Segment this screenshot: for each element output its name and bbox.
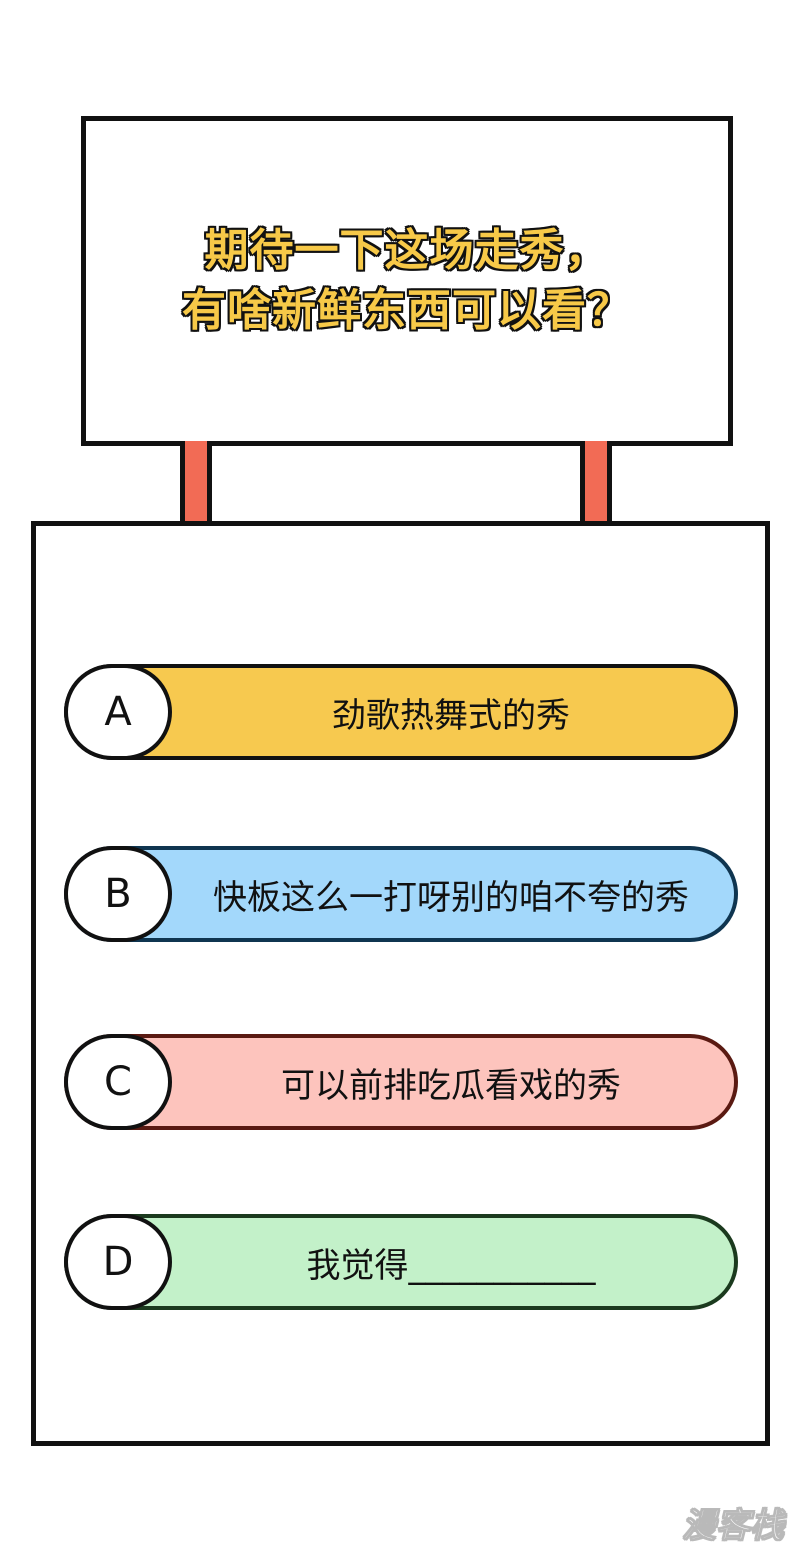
question-line-1: 期待一下这场走秀， [204,224,610,277]
option-d-button[interactable]: D 我觉得___________ [64,1214,738,1310]
option-d-letter: D [64,1214,172,1310]
option-a-button[interactable]: A 劲歌热舞式的秀 [64,664,738,760]
option-d-text: 我觉得___________ [306,1245,596,1286]
question-sign: 期待一下这场走秀， 有啥新鲜东西可以看？ [81,116,733,446]
option-b-letter: B [64,846,172,942]
question-line-2: 有啥新鲜东西可以看？ [181,284,632,337]
sign-post-right [580,441,612,525]
option-a-text: 劲歌热舞式的秀 [332,695,570,736]
option-b-button[interactable]: B 快板这么一打呀别的咱不夸的秀 [64,846,738,942]
option-a-letter: A [64,664,172,760]
watermark-logo: 漫客栈 [682,1506,785,1547]
option-c-letter: C [64,1034,172,1130]
sign-post-left [180,441,212,525]
option-c-button[interactable]: C 可以前排吃瓜看戏的秀 [64,1034,738,1130]
option-c-text: 可以前排吃瓜看戏的秀 [281,1065,621,1106]
option-b-text: 快板这么一打呀别的咱不夸的秀 [213,877,689,918]
